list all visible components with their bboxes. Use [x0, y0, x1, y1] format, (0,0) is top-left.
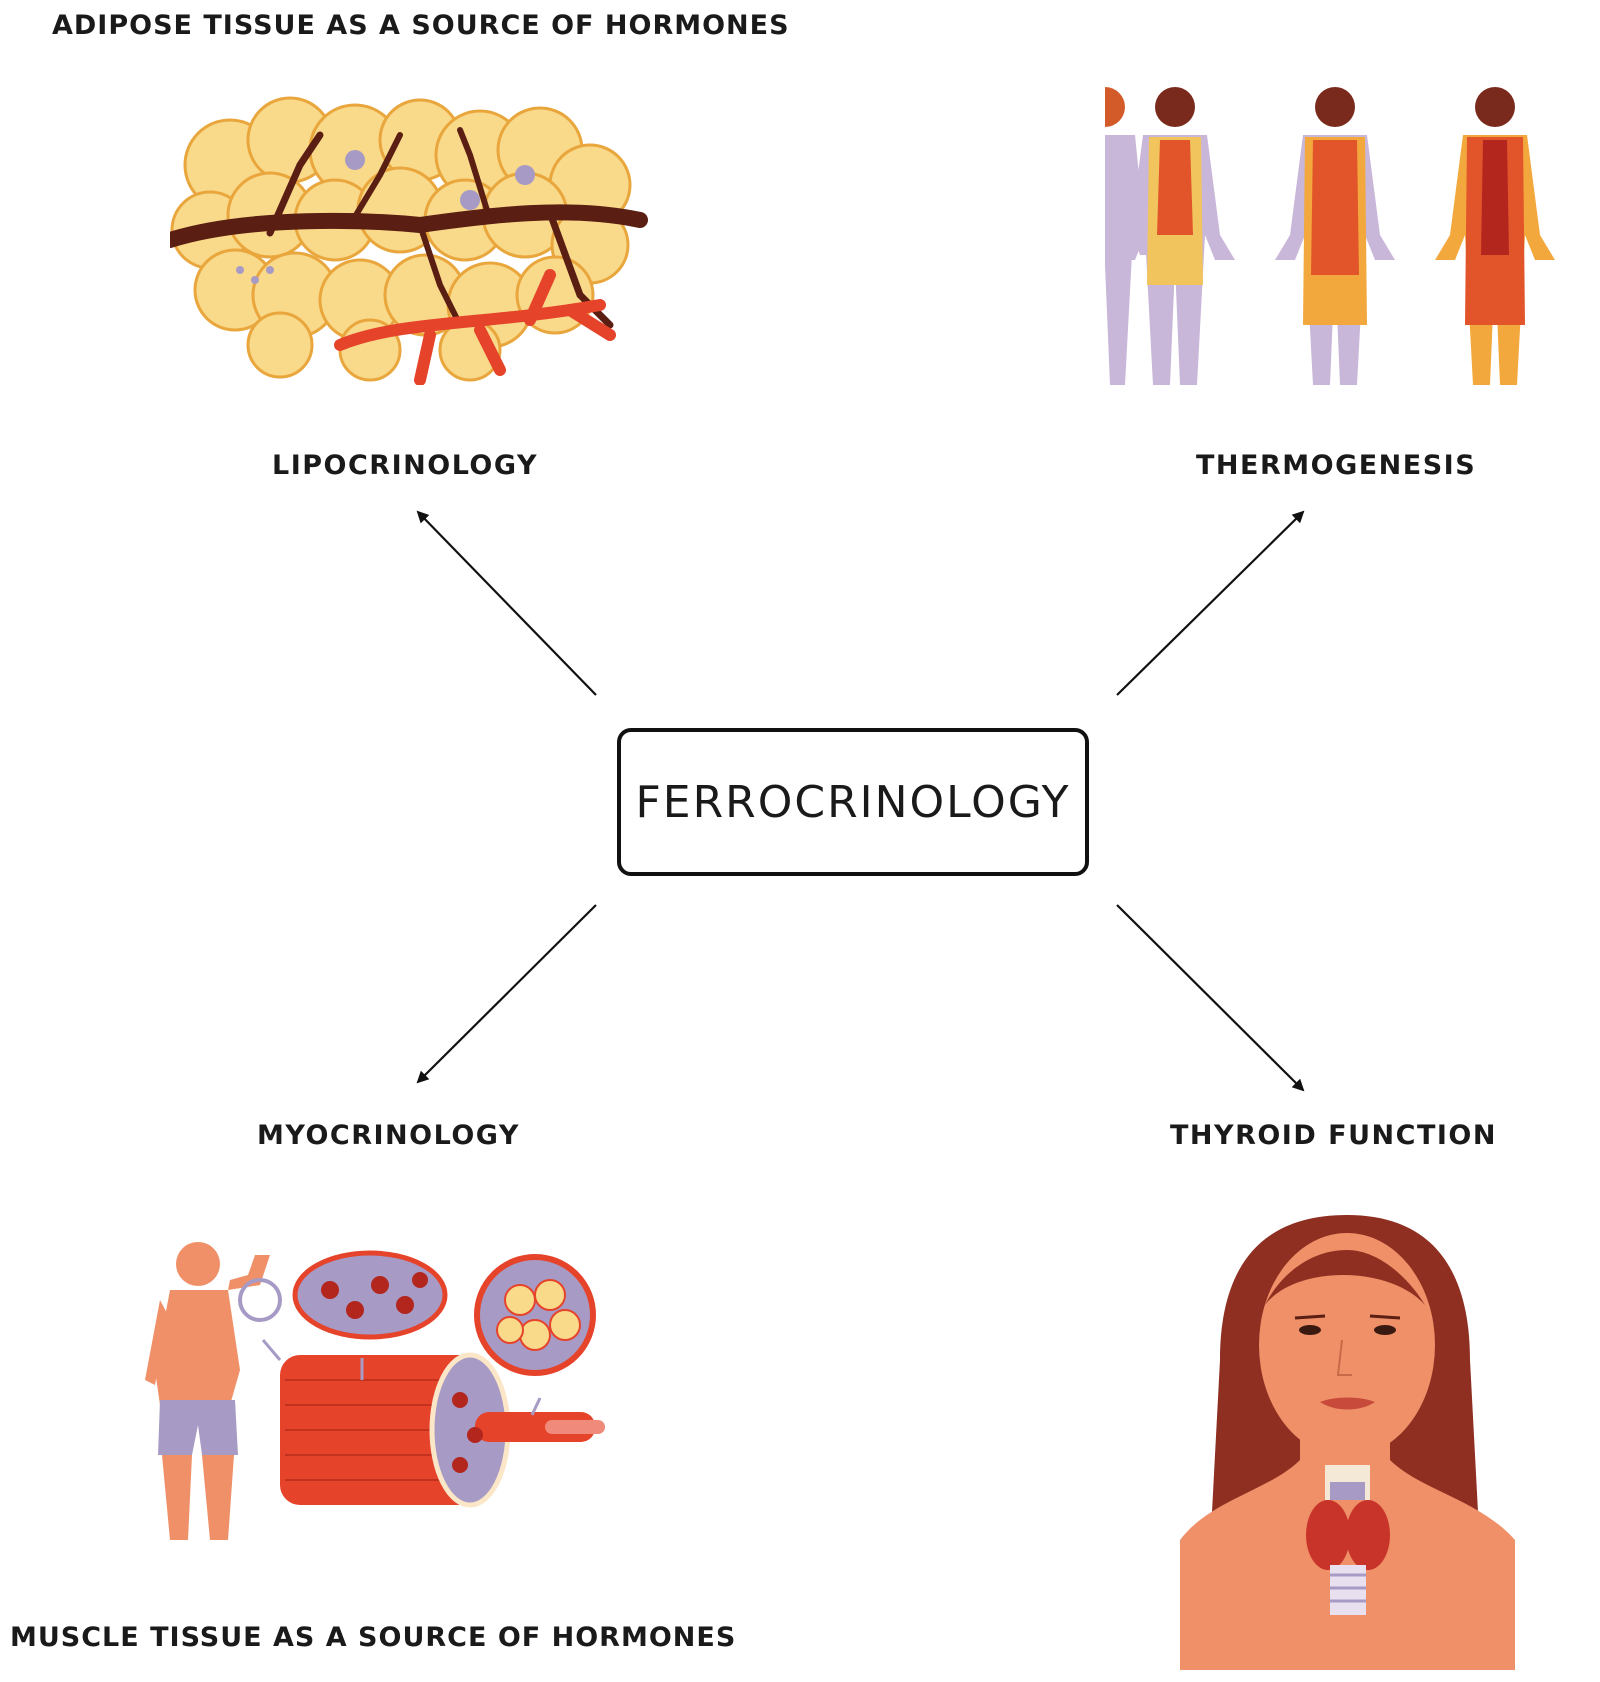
- arrow-to-thyroid-function: [1116, 904, 1305, 1092]
- center-node: FERROCRINOLOGY: [617, 728, 1089, 876]
- node-thermogenesis: THERMOGENESIS: [1196, 450, 1477, 481]
- node-myocrinology: MYOCRINOLOGY: [257, 1120, 520, 1151]
- adipose-caption: ADIPOSE TISSUE AS A SOURCE OF HORMONES: [52, 10, 790, 41]
- center-label: FERROCRINOLOGY: [635, 776, 1071, 828]
- thyroid-woman-illustration: [1180, 1215, 1515, 1670]
- arrow-to-myocrinology: [416, 904, 597, 1084]
- node-thyroid-function: THYROID FUNCTION: [1170, 1120, 1497, 1151]
- adipose-tissue-illustration: [170, 96, 648, 385]
- arrow-to-thermogenesis: [1116, 510, 1305, 696]
- muscle-tissue-illustration: [145, 1242, 605, 1540]
- muscle-caption: MUSCLE TISSUE AS A SOURCE OF HORMONES: [10, 1622, 737, 1653]
- node-lipocrinology: LIPOCRINOLOGY: [272, 450, 539, 481]
- arrow-to-lipocrinology: [416, 510, 597, 696]
- thermal-body-figures-illustration: [1105, 87, 1555, 385]
